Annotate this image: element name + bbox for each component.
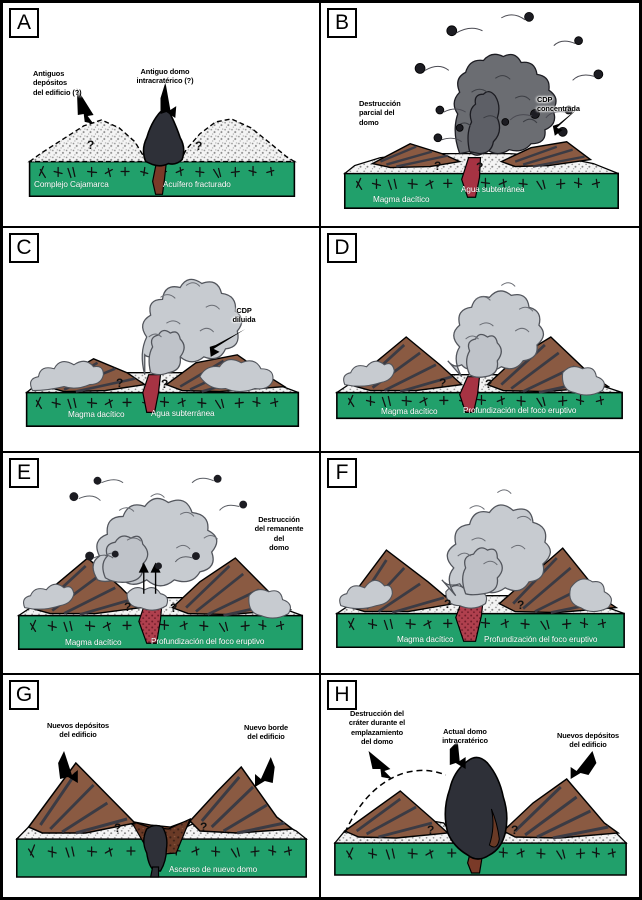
cloud-detail-c xyxy=(148,282,220,338)
basement-label-magma-dacitico: Magma dacítico xyxy=(373,195,430,204)
panel-letter-e: E xyxy=(9,458,39,488)
basement-layer-d xyxy=(336,391,623,420)
ash-mantle-e xyxy=(23,583,291,619)
panel-a-scene xyxy=(3,3,319,226)
basement-label-ascenso-nuevo-domo: Ascenso de nuevo domo xyxy=(169,865,258,874)
panel-a: A xyxy=(3,3,321,228)
question-mark-right: ? xyxy=(161,377,169,391)
ballistic-blocks-e xyxy=(69,474,248,570)
panel-letter-b: B xyxy=(327,8,357,38)
label-nuevos-depositos: Nuevos depósitos del edificio xyxy=(46,721,110,740)
label-destruccion-remanente-domo: Destrucción del remanente del domo xyxy=(254,515,304,553)
label-cdp-concentrada: CDP concentrada xyxy=(537,95,580,114)
panel-g-scene xyxy=(3,675,319,897)
basement-label-magma-dacitico: Magma dacítico xyxy=(68,410,125,419)
panel-c-scene xyxy=(3,228,319,451)
cloud-detail-f xyxy=(457,489,532,566)
cone-right-h xyxy=(502,778,621,840)
question-mark-right: ? xyxy=(485,377,493,391)
basement-layer-c xyxy=(25,391,300,428)
annotation-arrows-g xyxy=(58,751,275,787)
basement-label-profundizacion-foco: Profundización del foco eruptivo xyxy=(484,635,598,644)
eruption-column-b xyxy=(453,53,557,156)
panel-f-scene xyxy=(321,453,639,673)
label-destruccion-crater: Destrucción del cráter durante el emplaz… xyxy=(348,709,406,747)
arrow-cdp-concentrada-b xyxy=(552,106,581,136)
ballistic-blocks-b xyxy=(414,12,604,143)
panel-c: C xyxy=(3,228,321,453)
panel-b: B xyxy=(321,3,639,228)
cloud-detail-d xyxy=(465,282,534,340)
ash-mantle-d xyxy=(343,360,605,396)
question-mark-right: ? xyxy=(195,139,203,153)
basement-label-complejo-cajamarca: Complejo Cajamarca xyxy=(34,180,109,189)
panel-b-scene xyxy=(321,3,639,226)
panel-letter-a: A xyxy=(9,8,39,38)
panel-d: D xyxy=(321,228,639,453)
question-mark-left: ? xyxy=(427,823,435,837)
eruption-cloud-e xyxy=(92,497,218,587)
question-mark-left: ? xyxy=(87,138,95,152)
basement-layer-b xyxy=(343,172,619,209)
question-mark-left: ? xyxy=(444,597,452,611)
panel-letter-c: C xyxy=(9,233,39,263)
cdp-diluida-c xyxy=(30,359,274,393)
cone-left-h xyxy=(343,790,450,839)
panel-letter-g: G xyxy=(9,680,39,710)
basement-label-profundizacion-foco: Profundización del foco eruptivo xyxy=(151,637,265,646)
panel-letter-d: D xyxy=(327,233,357,263)
question-mark-left: ? xyxy=(124,600,132,614)
label-cdp-diluida: CDP diluida xyxy=(232,306,256,325)
basement-label-acuifero-fracturado: Acuífero fracturado xyxy=(163,180,231,189)
label-actual-domo: Actual domo intracratérico xyxy=(442,727,488,746)
question-mark-right: ? xyxy=(517,598,525,612)
basement-label-agua-subterranea: Agua subterránea xyxy=(151,409,215,418)
panel-letter-h: H xyxy=(327,680,357,710)
basement-label-magma-dacitico: Magma dacítico xyxy=(397,635,454,644)
annotation-arrows-a xyxy=(76,82,177,124)
cone-right-b xyxy=(499,141,593,168)
question-mark-right: ? xyxy=(476,160,484,174)
cloud-detail-b xyxy=(457,75,538,127)
panel-f: F xyxy=(321,453,639,675)
label-antiguos-depositos: Antiguos depósitos del edificio (?) xyxy=(33,69,82,97)
panel-g: G xyxy=(3,675,321,897)
panel-e: E xyxy=(3,453,321,675)
panel-d-scene xyxy=(321,228,639,451)
panel-grid: A xyxy=(3,3,639,897)
cone-left-b xyxy=(370,142,463,169)
question-mark-left: ? xyxy=(116,376,124,390)
label-nuevo-borde: Nuevo borde del edificio xyxy=(243,723,289,742)
annotation-arrows-h xyxy=(368,741,597,779)
cone-right-g xyxy=(189,765,295,835)
panel-h: H xyxy=(321,675,639,897)
eruption-cloud-d xyxy=(447,290,545,378)
upward-arrows-e xyxy=(138,562,161,594)
question-mark-left: ? xyxy=(114,821,122,835)
cloud-detail-e xyxy=(105,493,218,557)
question-mark-right: ? xyxy=(170,601,178,615)
panel-h-scene xyxy=(321,675,639,897)
basement-label-profundizacion-foco: Profundización del foco eruptivo xyxy=(463,406,577,415)
label-nuevos-depositos: Nuevos depósitos del edificio xyxy=(556,731,620,750)
question-mark-right: ? xyxy=(511,823,519,837)
cone-left-g xyxy=(27,761,137,835)
basement-label-agua-subterranea: Agua subterránea xyxy=(461,185,525,194)
basement-label-magma-dacitico: Magma dacítico xyxy=(65,638,122,647)
label-destruccion-parcial-domo: Destrucción parcial del domo xyxy=(359,99,401,127)
panel-letter-f: F xyxy=(327,458,357,488)
arrow-cdp-diluida-c xyxy=(209,329,246,357)
question-mark-left: ? xyxy=(434,159,442,173)
basement-label-magma-dacitico: Magma dacítico xyxy=(381,407,438,416)
question-mark-left: ? xyxy=(439,376,447,390)
panel-e-scene xyxy=(3,453,319,673)
question-mark-right: ? xyxy=(200,820,208,834)
label-antiguo-domo: Antiguo domo intracratérico (?) xyxy=(136,67,194,86)
eruption-cloud-f xyxy=(441,504,551,597)
